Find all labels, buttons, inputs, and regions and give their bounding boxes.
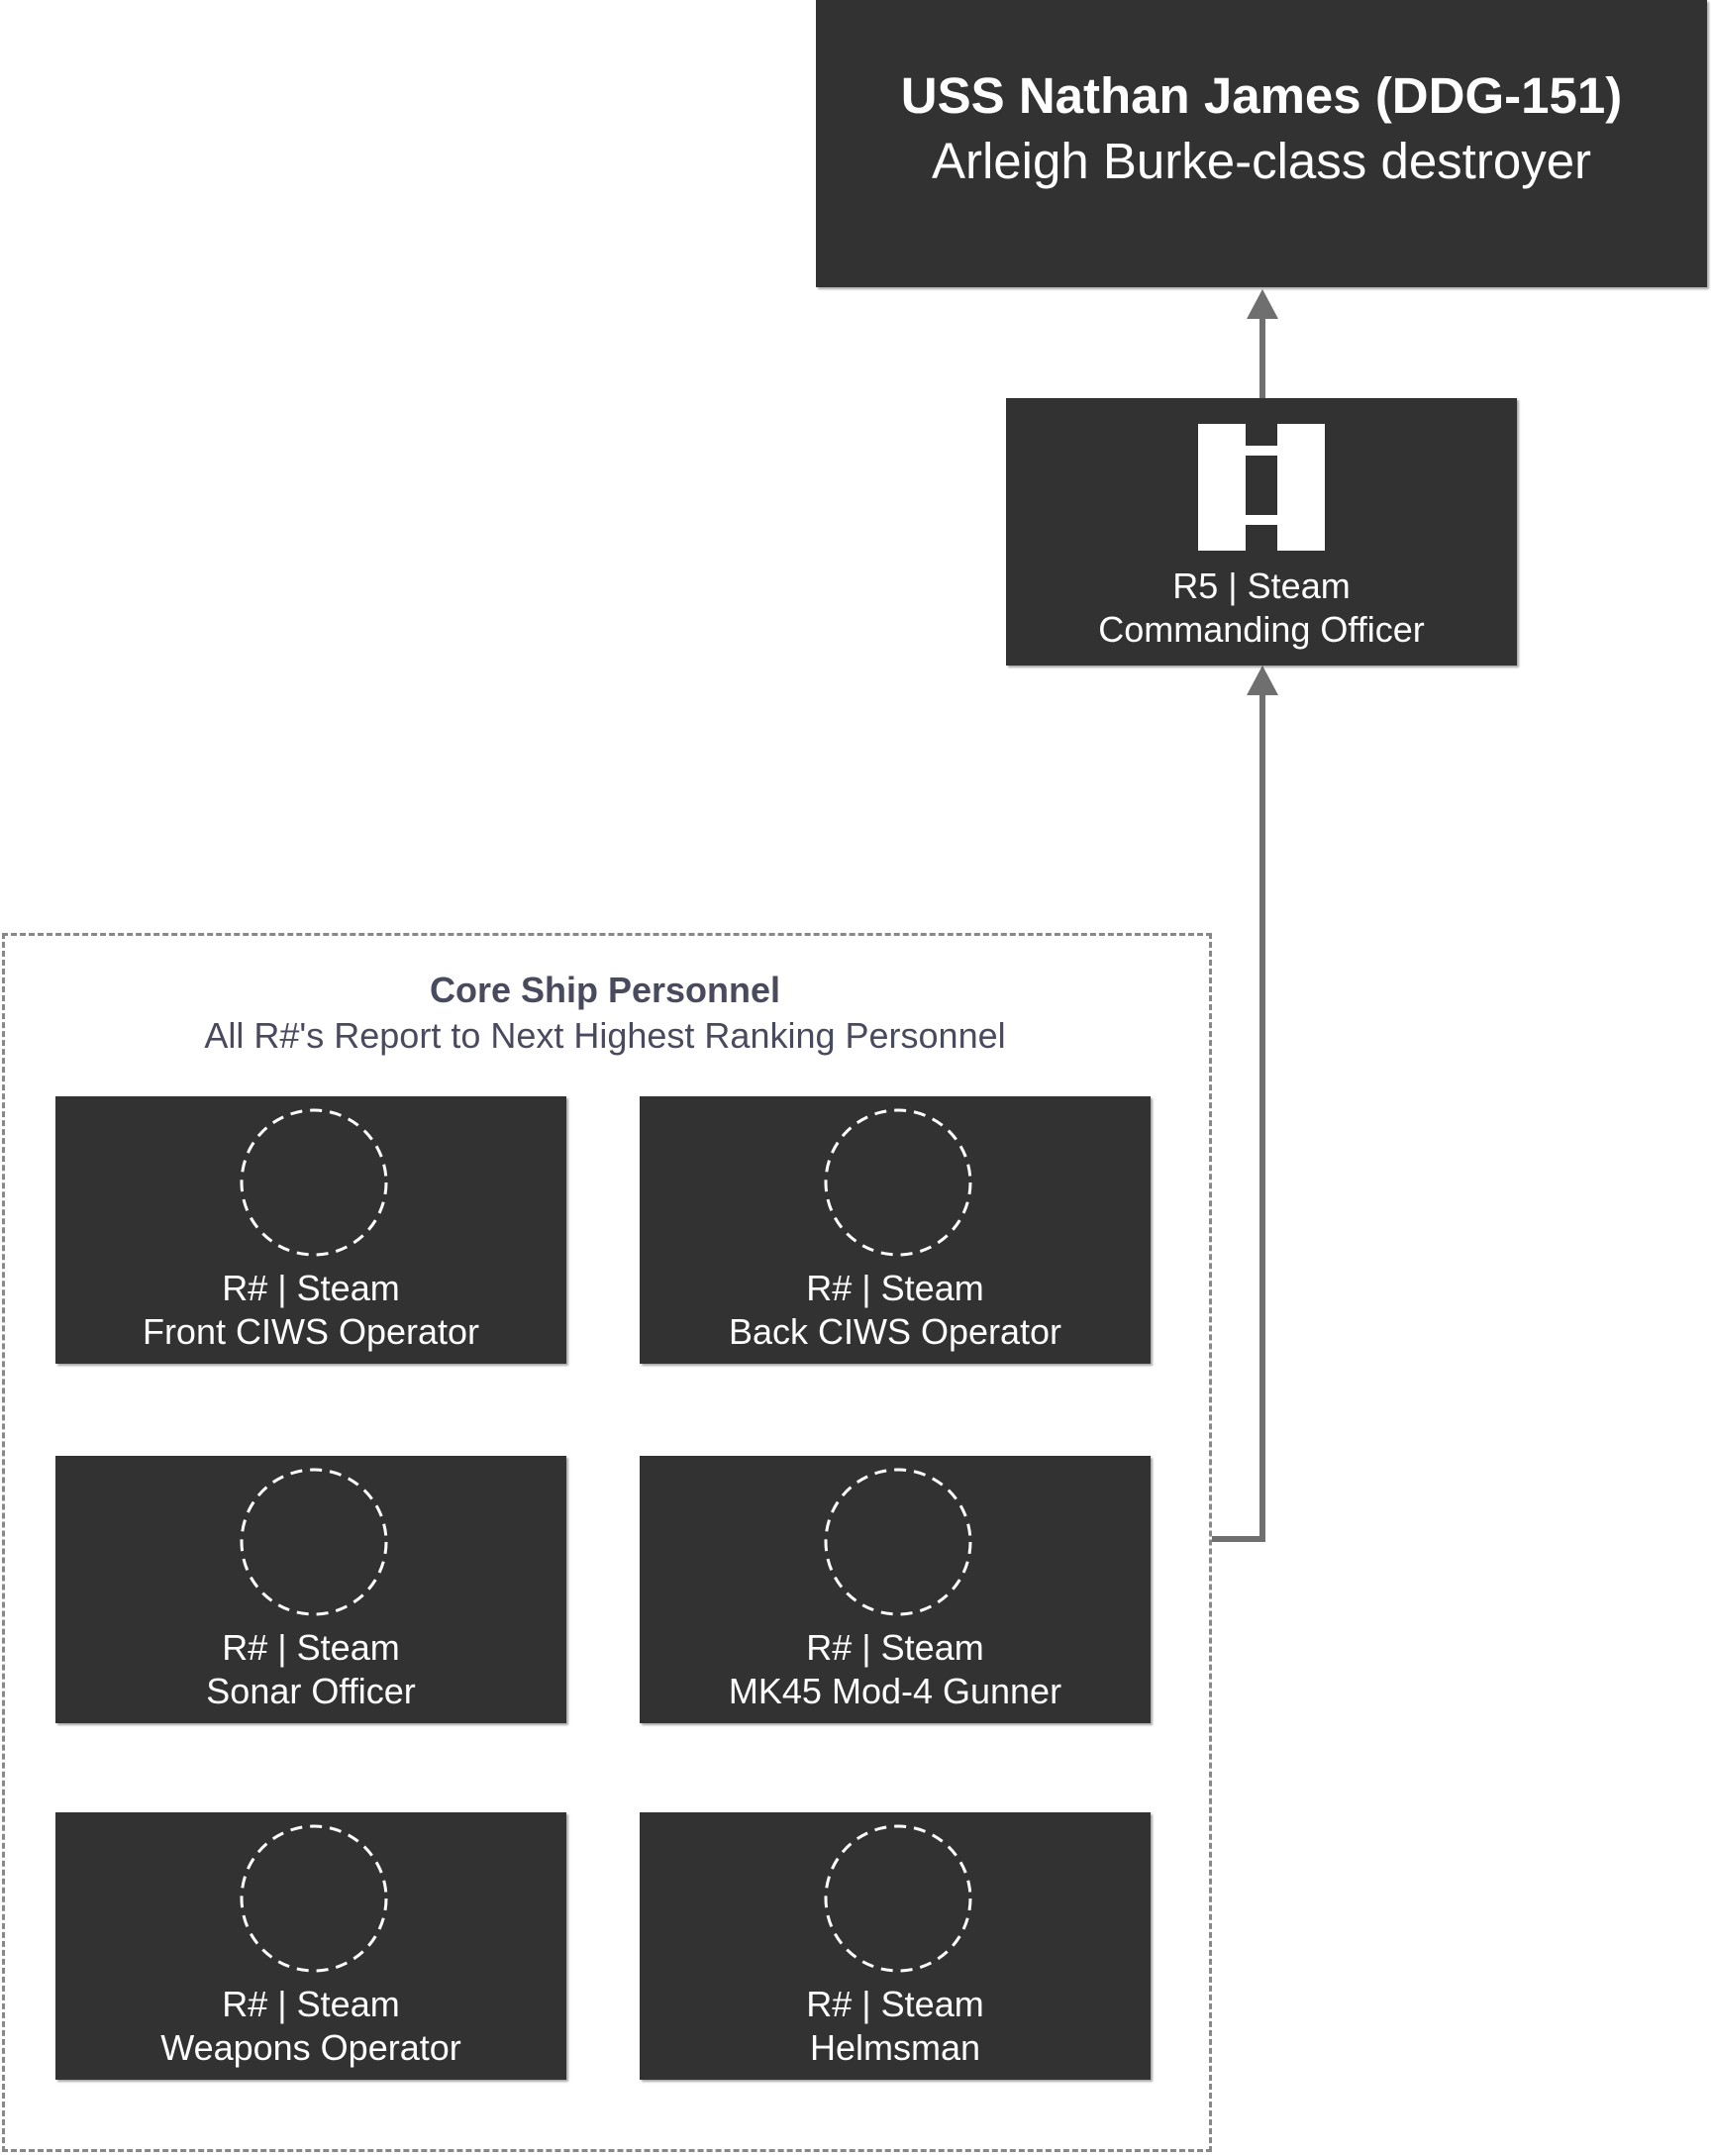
personnel-node[interactable]: R# | Steam MK45 Mod-4 Gunner <box>640 1456 1151 1723</box>
personnel-rank-label: R# | Steam <box>806 1627 984 1668</box>
personnel-node[interactable]: R# | Steam Weapons Operator <box>55 1812 566 2080</box>
commanding-officer-node[interactable]: R5 | Steam Commanding Officer <box>1006 398 1517 666</box>
captain-insignia-icon <box>1198 424 1325 551</box>
arrowhead-ship <box>1247 289 1278 319</box>
personnel-role-label: Front CIWS Operator <box>142 1311 480 1352</box>
core-personnel-group <box>2 933 1212 2152</box>
personnel-node[interactable]: R# | Steam Back CIWS Operator <box>640 1096 1151 1364</box>
personnel-node[interactable]: R# | Steam Sonar Officer <box>55 1456 566 1723</box>
personnel-rank-label: R# | Steam <box>806 1268 984 1308</box>
ship-name: USS Nathan James (DDG-151) <box>900 67 1623 124</box>
group-title: Core Ship Personnel <box>429 970 781 1010</box>
arrowhead-co <box>1247 666 1278 695</box>
placeholder-circle-icon <box>240 1468 388 1616</box>
personnel-role-label: Helmsman <box>809 2027 981 2068</box>
placeholder-circle-icon <box>824 1108 972 1257</box>
personnel-rank-label: R# | Steam <box>806 1984 984 2024</box>
personnel-node[interactable]: R# | Steam Helmsman <box>640 1812 1151 2080</box>
personnel-role-label: Back CIWS Operator <box>728 1311 1062 1352</box>
personnel-role-label: MK45 Mod-4 Gunner <box>728 1671 1062 1711</box>
personnel-rank-label: R# | Steam <box>222 1984 400 2024</box>
group-subtitle: All R#'s Report to Next Highest Ranking … <box>204 1015 1006 1056</box>
co-rank-label: R5 | Steam <box>1172 565 1351 606</box>
co-role-label: Commanding Officer <box>1098 609 1425 650</box>
ship-node[interactable]: USS Nathan James (DDG-151) Arleigh Burke… <box>816 0 1707 287</box>
placeholder-circle-icon <box>824 1468 972 1616</box>
placeholder-circle-icon <box>240 1824 388 1973</box>
personnel-node[interactable]: R# | Steam Front CIWS Operator <box>55 1096 566 1364</box>
personnel-rank-label: R# | Steam <box>222 1627 400 1668</box>
personnel-rank-label: R# | Steam <box>222 1268 400 1308</box>
connector-group-to-co <box>1212 689 1265 1542</box>
placeholder-circle-icon <box>824 1824 972 1973</box>
personnel-role-label: Weapons Operator <box>160 2027 461 2068</box>
ship-class: Arleigh Burke-class destroyer <box>931 133 1592 189</box>
personnel-role-label: Sonar Officer <box>206 1671 416 1711</box>
placeholder-circle-icon <box>240 1108 388 1257</box>
